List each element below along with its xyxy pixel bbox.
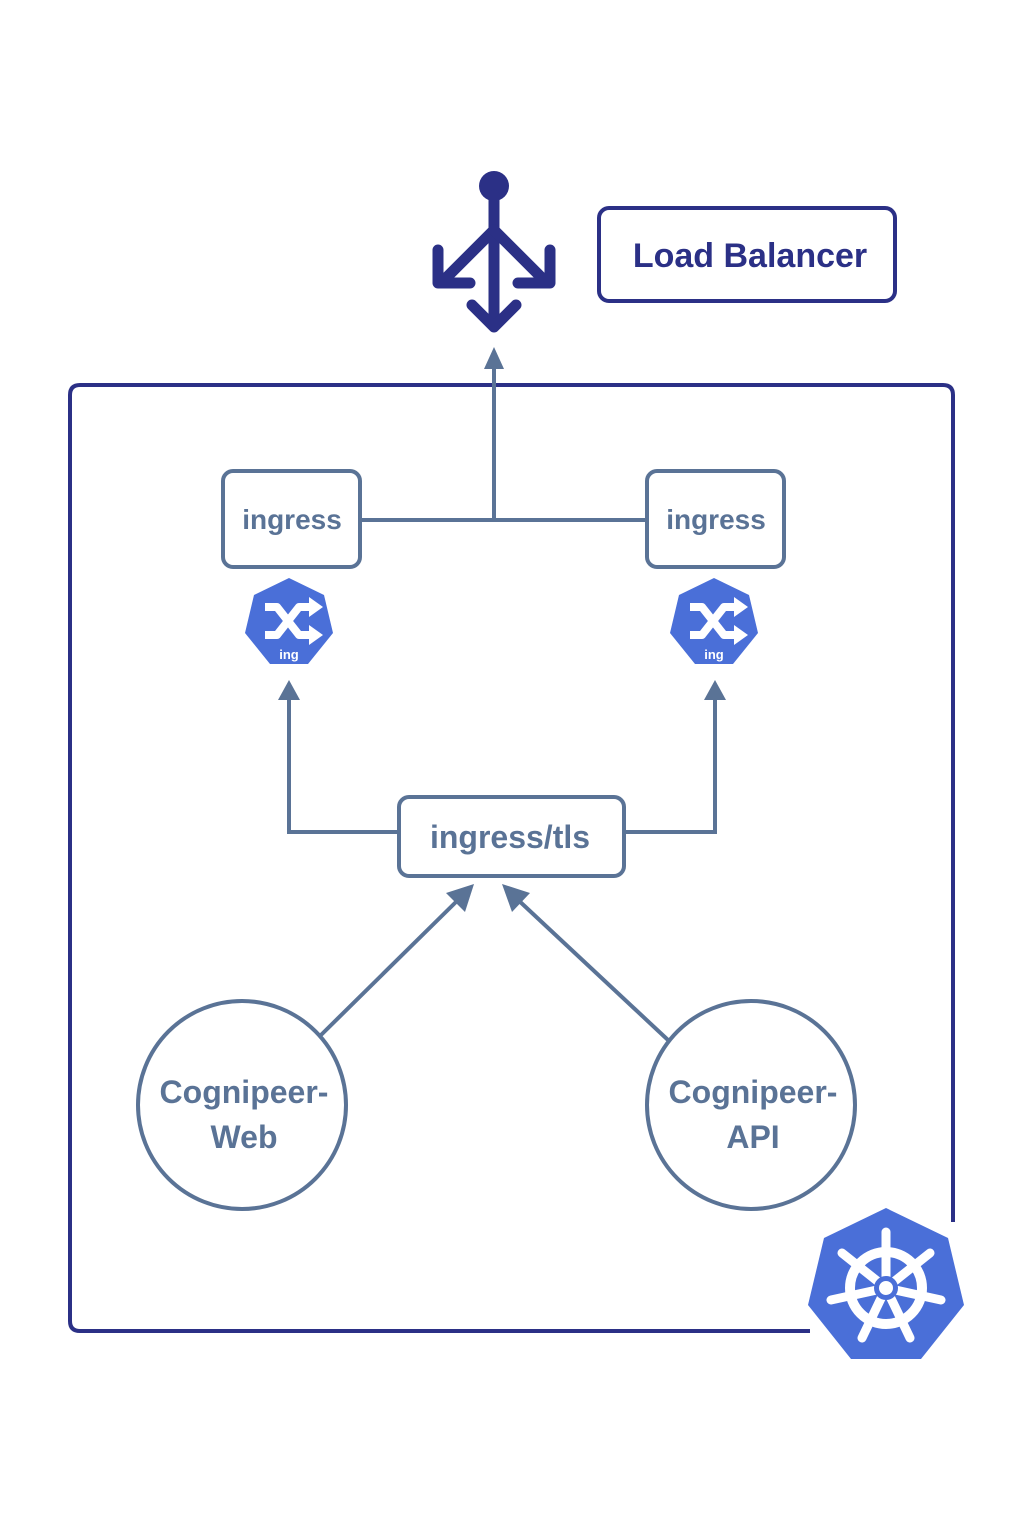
service-api-label-line1: Cognipeer- [669, 1074, 838, 1110]
ingress-right-label: ingress [666, 504, 766, 535]
ingress-right-node: ingress [645, 469, 786, 569]
ingress-left-icon: ing [245, 578, 333, 664]
ingress-tls-label: ingress/tls [430, 819, 590, 855]
arrow-tls-to-ingress-left [278, 680, 399, 834]
service-web-label-line1: Cognipeer- [160, 1074, 329, 1110]
service-api-node: Cognipeer- API [645, 999, 857, 1211]
kubernetes-helm-icon [808, 1208, 964, 1359]
arrow-to-load-balancer [484, 347, 504, 520]
arrow-api-to-tls [502, 884, 670, 1042]
ingress-right-icon-text: ing [704, 647, 724, 662]
ingress-left-label: ingress [242, 504, 342, 535]
arrow-web-to-tls [319, 884, 474, 1037]
load-balancer-icon [432, 171, 556, 333]
service-web-node: Cognipeer- Web [136, 999, 348, 1211]
load-balancer-label: Load Balancer [633, 237, 867, 275]
ingress-left-icon-text: ing [279, 647, 299, 662]
cluster-boundary [68, 383, 955, 1333]
ingress-tls-node: ingress/tls [397, 795, 626, 878]
service-web-label-line2: Web [211, 1119, 278, 1155]
service-api-label-line2: API [726, 1119, 779, 1155]
arrow-tls-to-ingress-right [624, 680, 726, 834]
ingress-left-node: ingress [221, 469, 362, 569]
load-balancer-box: Load Balancer [597, 206, 897, 303]
ingress-right-icon: ing [670, 578, 758, 664]
